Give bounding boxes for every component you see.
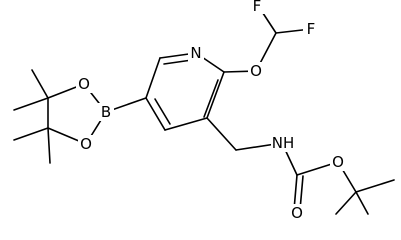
bond-ring-c2-c3-inner [203, 79, 219, 118]
bond-ring-c3-c4 [164, 117, 208, 131]
atom-f-top-label: F [253, 0, 262, 15]
atom-o-pinacol-bottom-label: O [80, 135, 92, 153]
bond-ring-c4-c5-inner [154, 98, 171, 125]
atom-labels: N O F F B O O NH [76, 0, 346, 222]
bond-methyl-1 [31, 69, 49, 99]
chemical-structure: N O F F B O O NH [13, 0, 395, 222]
atom-n-ring-label: N [190, 44, 201, 62]
atom-o-pinacol-bottom: O [78, 135, 94, 153]
atom-o-ester-label: O [332, 153, 344, 171]
atom-f-right-label: F [307, 20, 316, 38]
atom-f-right: F [303, 20, 319, 38]
atom-b: B [98, 103, 114, 121]
atom-o-pinacol-top-label: O [78, 75, 90, 93]
bond-ring-c6-n-inner [163, 59, 193, 65]
bond-ring-c2-c3 [206, 71, 225, 119]
atom-o-carbonyl: O [289, 204, 305, 222]
bond-lines [13, 3, 395, 215]
bond-ring-c5-c6 [145, 57, 161, 99]
bond-methyl-4 [47, 127, 51, 164]
atom-f-top: F [249, 0, 265, 15]
bond-ring-c4-c5 [145, 97, 166, 131]
bond-methyl-2 [13, 97, 49, 111]
atom-o-carbonyl-label: O [291, 204, 303, 222]
bond-cq-me-right [355, 179, 395, 193]
bond-cq-me-left [335, 191, 357, 215]
bond-cq-me-down [355, 191, 369, 215]
bond-c3-ch2 [206, 117, 237, 151]
atom-o-ester: O [330, 153, 346, 171]
atom-n-ring: N [188, 44, 204, 62]
atom-o-ether: O [248, 62, 264, 80]
atom-nh-amide-label: NH [272, 134, 295, 152]
bond-methyl-3 [13, 127, 49, 141]
atom-b-label: B [101, 103, 111, 121]
atom-o-ether-label: O [250, 62, 262, 80]
atom-nh-amide: NH [271, 134, 295, 152]
atom-o-pinacol-top: O [76, 75, 92, 93]
